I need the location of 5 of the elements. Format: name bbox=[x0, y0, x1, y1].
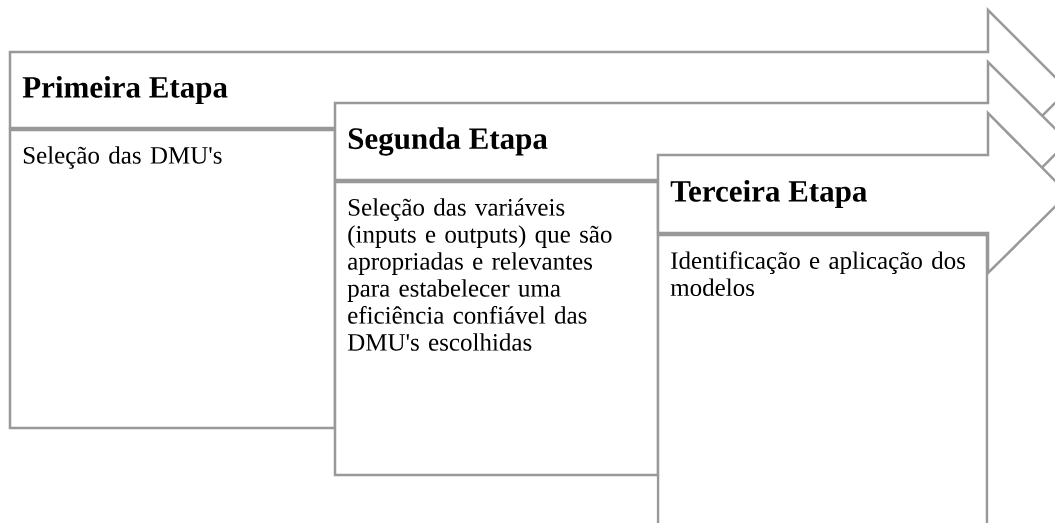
stage-box: Identificação e aplicação dos modelos bbox=[656, 233, 989, 523]
node-label: Terceira Etapa bbox=[670, 179, 867, 209]
node-label: Segunda Etapa bbox=[348, 127, 548, 156]
stage-box: Seleção das DMU's bbox=[8, 128, 337, 430]
stage-box: Seleção das variáveis (inputs e outputs) que são apropriadas e relevantes para estabelecer uma eficiência confiável das DMU's escolhidas bbox=[333, 180, 660, 477]
